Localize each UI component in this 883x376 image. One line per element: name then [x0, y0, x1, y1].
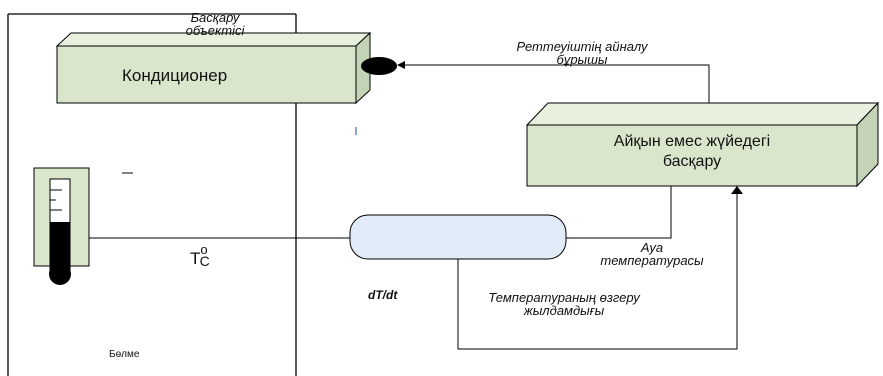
derivative-label: dT/dt	[368, 288, 398, 302]
temperature-unit-label: ToC	[190, 242, 210, 269]
control-signal-arrowhead	[397, 61, 405, 69]
actuator-ellipse	[361, 57, 397, 75]
rate-feedback-arrowhead	[731, 186, 743, 194]
temp-change-rate-label: Температураның өзгеру жылдамдығы	[488, 290, 640, 318]
regulator-angle-label: Реттеуіштің айналу бұрышы	[516, 39, 648, 67]
temperature-feedback-line	[566, 186, 672, 239]
air-conditioner-box	[55, 31, 372, 105]
thermometer	[33, 167, 90, 285]
air-conditioner-label: Кондиционер	[122, 66, 228, 85]
air-temperature-label: Ауа температурасы	[600, 240, 704, 268]
sensor-block	[349, 214, 567, 260]
room-label: Бөлме	[109, 349, 140, 360]
rate-feedback-line	[457, 193, 738, 350]
control-object-label: Басқару объектісі	[185, 10, 245, 38]
fuzzy-controller-box	[525, 101, 880, 188]
fuzzy-control-label: Айқын емес жүйедегі басқару	[613, 133, 771, 170]
